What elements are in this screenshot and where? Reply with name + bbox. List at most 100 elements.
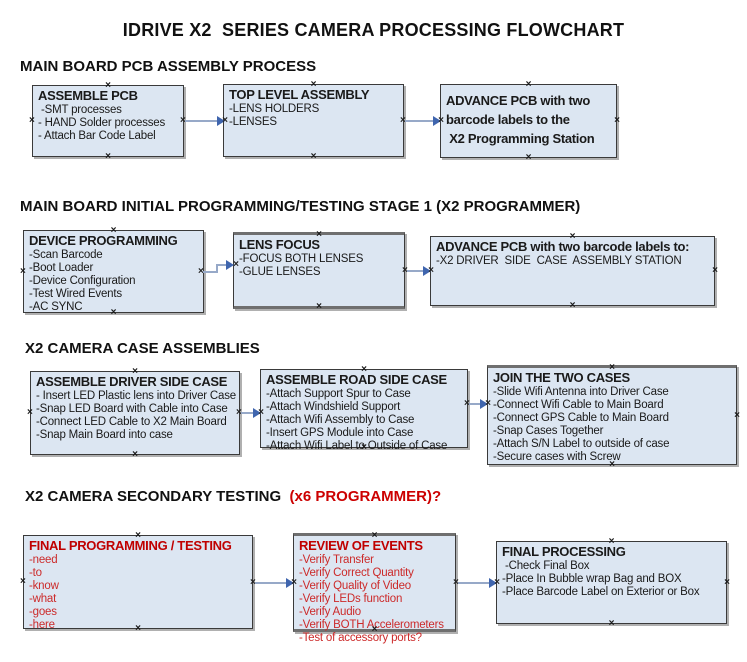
flow-box-assemble-road-side-case: ASSEMBLE ROAD SIDE CASE -Attach Support …: [260, 365, 468, 453]
connection-handle-icon: ×: [135, 623, 141, 634]
box-item: -Place Barcode Label on Exterior or Box: [502, 586, 700, 598]
flow-arrow: × ×: [180, 114, 228, 128]
flow-box-device-programming: DEVICE PROGRAMMING -Scan Barcode -Boot L…: [20, 226, 204, 318]
box-item: -Secure cases with Screw: [493, 451, 621, 463]
arrow-head-icon: [286, 578, 294, 588]
box-item: -Verify Audio: [299, 606, 361, 618]
box-item: -LENS HOLDERS: [229, 103, 320, 115]
flow-arrow: × ×: [250, 576, 297, 590]
box-item: -AC SYNC: [29, 301, 83, 313]
box-title: FINAL PROCESSING: [502, 544, 626, 559]
page-title: IDRIVE X2 SERIES CAMERA PROCESSING FLOWC…: [122, 20, 625, 40]
connection-handle-icon: ×: [110, 307, 117, 318]
box-title-line: X2 Programming Station: [446, 131, 595, 146]
box-item: -Snap LED Board with Cable into Case: [36, 403, 228, 415]
box-item: -LENSES: [229, 116, 277, 128]
box-item: -Device Configuration: [29, 275, 136, 287]
connection-handle-icon: ×: [27, 407, 33, 418]
arrow-head-icon: [489, 578, 497, 588]
flow-box-lens-focus: LENS FOCUS -FOCUS BOTH LENSES -GLUE LENS…: [233, 229, 405, 312]
arrow-head-icon: [433, 116, 441, 126]
box-item: -here: [29, 619, 55, 631]
box-item: -Snap Main Board into case: [36, 429, 173, 441]
connection-handle-icon: ×: [525, 79, 532, 90]
connection-handle-icon: ×: [712, 265, 718, 276]
arrow-head-icon: [253, 408, 261, 418]
arrow-head-icon: [423, 266, 431, 276]
box-item: -Attach Wifi Assembly to Case: [266, 414, 415, 426]
box-item: -Verify Quality of Video: [299, 580, 411, 592]
arrow-head-icon: [226, 260, 234, 270]
arrow-head-icon: [480, 399, 488, 409]
box-item-overflowing: -Test of accessory ports?: [299, 632, 422, 644]
connection-handle-icon: ×: [464, 398, 470, 409]
box-item: -GLUE LENSES: [239, 266, 321, 278]
flow-arrow: × ×: [402, 264, 434, 278]
arrow-head-icon: [217, 116, 225, 126]
box-item: - Attach Bar Code Label: [38, 130, 156, 142]
connection-handle-icon: ×: [609, 459, 615, 470]
box-title: DEVICE PROGRAMMING: [29, 233, 178, 248]
flow-box-join-the-two-cases: JOIN THE TWO CASES -Slide Wifi Antenna i…: [487, 362, 740, 470]
box-item: -goes: [29, 606, 57, 618]
box-item: -Connect GPS Cable to Main Board: [493, 412, 669, 424]
connection-handle-icon: ×: [609, 362, 615, 373]
flow-box-final-processing: FINAL PROCESSING -Check Final Box -Place…: [496, 537, 730, 629]
connection-handle-icon: ×: [485, 398, 491, 409]
connection-handle-icon: ×: [453, 577, 459, 588]
connection-handle-icon: ×: [614, 115, 620, 126]
box-item: -Verify Correct Quantity: [299, 567, 414, 579]
box-item: -Attach Windshield Support: [266, 401, 401, 413]
connection-handle-icon: ×: [20, 576, 26, 587]
box-item: -Attach Wifi Label to Outside of Case: [266, 440, 448, 452]
box-item: -Verify Transfer: [299, 554, 374, 566]
flow-arrow: × ×: [400, 114, 444, 128]
connection-handle-icon: ×: [222, 115, 228, 126]
box-item: -Attach Support Spur to Case: [266, 388, 411, 400]
connection-handle-icon: ×: [250, 577, 256, 588]
connection-handle-icon: ×: [135, 530, 141, 541]
flow-box-assemble-driver-side-case: ASSEMBLE DRIVER SIDE CASE - Insert LED P…: [27, 367, 240, 460]
connection-handle-icon: ×: [310, 79, 317, 90]
connection-handle-icon: ×: [371, 530, 378, 541]
box-item: -Insert GPS Module into Case: [266, 427, 414, 439]
flow-box-review-of-events: REVIEW OF EVENTS -Verify Transfer -Verif…: [293, 530, 456, 644]
connection-handle-icon: ×: [105, 80, 111, 91]
flow-arrow: × ×: [453, 576, 500, 590]
arrow-line: [407, 270, 423, 272]
box-item: -Boot Loader: [29, 262, 94, 274]
connection-handle-icon: ×: [110, 225, 117, 236]
arrow-line: [216, 264, 218, 273]
connection-handle-icon: ×: [608, 618, 615, 629]
flow-box-top-level-assembly: TOP LEVEL ASSEMBLY -LENS HOLDERS -LENSES…: [223, 80, 404, 162]
box-item: -need: [29, 554, 58, 566]
box-title: REVIEW OF EVENTS: [299, 538, 423, 553]
box-title: JOIN THE TWO CASES: [493, 370, 630, 385]
box-item: -Connect LED Cable to X2 Main Board: [36, 416, 227, 428]
connection-handle-icon: ×: [438, 115, 444, 126]
box-title: ASSEMBLE PCB: [38, 88, 138, 103]
arrow-line: [185, 120, 217, 122]
section-heading-case-assemblies: X2 CAMERA CASE ASSEMBLIES: [25, 340, 260, 357]
connection-handle-icon: ×: [428, 265, 434, 276]
flow-arrow: × ×: [236, 406, 264, 420]
box-title: LENS FOCUS: [239, 237, 320, 252]
box-title: ASSEMBLE DRIVER SIDE CASE: [36, 374, 228, 389]
connection-handle-icon: ×: [400, 115, 406, 126]
box-item: -SMT processes: [38, 104, 122, 116]
section-heading-black-part: X2 CAMERA SECONDARY TESTING: [25, 488, 290, 505]
connection-handle-icon: ×: [569, 300, 576, 311]
box-item: -to: [29, 567, 42, 579]
box-item: -know: [29, 580, 59, 592]
box-item: -Slide Wifi Antenna into Driver Case: [493, 386, 669, 398]
box-item: -Snap Cases Together: [493, 425, 604, 437]
box-item: -Attach S/N Label to outside of case: [493, 438, 670, 450]
section-heading-initial-programming: MAIN BOARD INITIAL PROGRAMMING/TESTING S…: [20, 198, 581, 215]
box-title-line: barcode labels to the: [446, 112, 570, 127]
box-title: FINAL PROGRAMMING / TESTING: [29, 538, 232, 553]
box-title-line: ADVANCE PCB with two: [446, 93, 590, 108]
connection-handle-icon: ×: [316, 229, 322, 240]
box-item: -Verify BOTH Accelerometers: [299, 619, 444, 631]
arrow-line: [241, 412, 253, 414]
connection-handle-icon: ×: [310, 151, 317, 162]
